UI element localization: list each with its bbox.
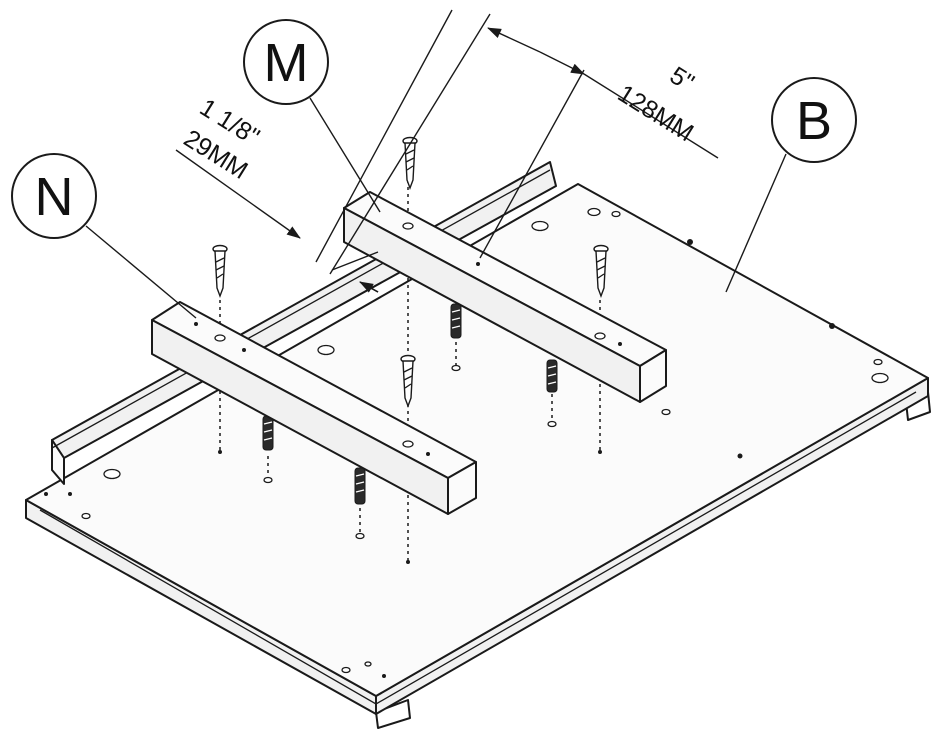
screw-icon [212,244,228,298]
panel-b-top-face [25,183,929,697]
dim-arrow-short-right [359,281,379,293]
dowel-icon [262,415,274,451]
dim-arrow-long-left [487,27,541,53]
dim-arrow-short-left [175,149,301,239]
foot-front [375,699,411,729]
callout-m-label: M [264,33,309,93]
callout-n: N [11,153,97,239]
callout-b-label: B [796,91,832,151]
leader-n [85,225,197,319]
dimension-lines [175,9,719,293]
callout-m: M [243,19,329,105]
leader-m [309,97,381,213]
cleat-n-end [447,461,477,515]
panel-b [25,183,931,729]
screw-icon [593,244,609,298]
dowels [262,303,558,505]
dowel-icon [450,303,462,339]
dowel-icon [546,359,558,393]
dim-long-imperial: 5" [665,61,699,97]
callout-n-label: N [35,167,74,227]
dim-arrow-long-right [539,51,585,75]
screw-icon [400,354,416,408]
dowel-icon [354,467,366,505]
leader-b [725,153,787,293]
back-rail-end [51,439,65,485]
callout-b: B [771,77,857,163]
panel-b-rebate-line [39,391,917,705]
cleat-m [343,191,667,403]
cleat-m-end [639,349,667,403]
cleat-n [151,301,477,515]
